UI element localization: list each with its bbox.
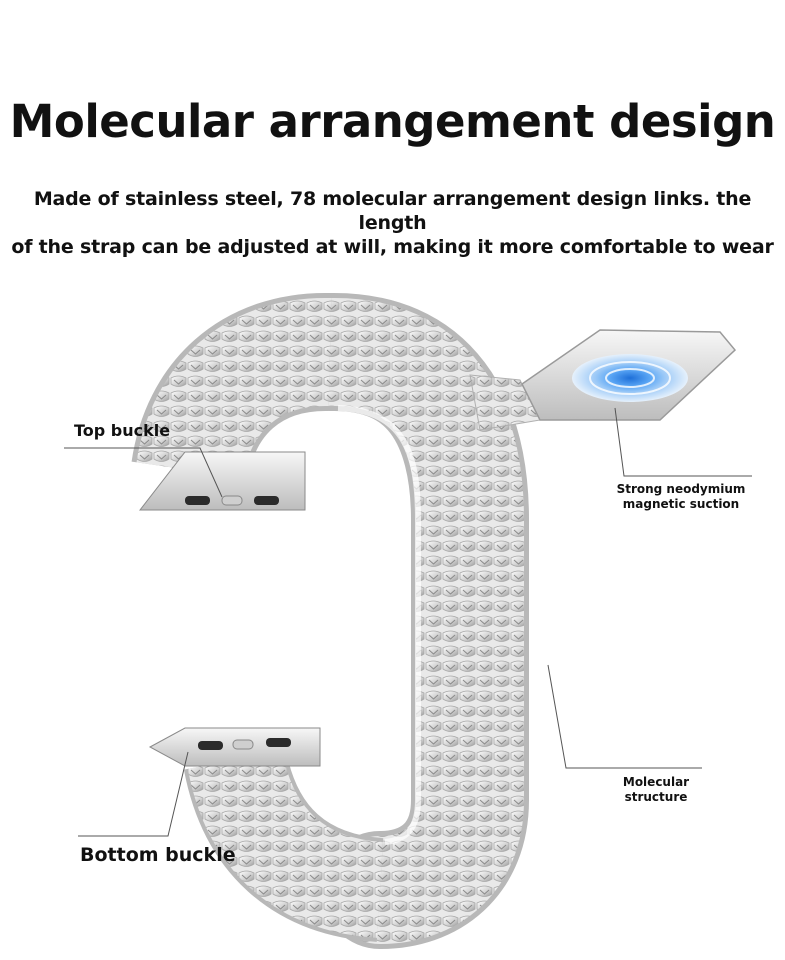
bottom-buckle-connector bbox=[148, 727, 321, 767]
top-buckle-leader bbox=[64, 447, 223, 498]
top-buckle-connector bbox=[138, 451, 306, 511]
molecular-label: Molecular structure bbox=[612, 775, 700, 805]
bottom-buckle-slot-right bbox=[266, 738, 291, 747]
top-buckle-slot-left bbox=[185, 496, 210, 505]
molecular-leader bbox=[547, 664, 702, 769]
magnetic-clasp bbox=[469, 329, 737, 431]
magnet-label-line-2: magnetic suction bbox=[622, 497, 740, 511]
strap-loop bbox=[271, 293, 529, 949]
magnet-leader bbox=[614, 407, 752, 477]
strap-upper-segment bbox=[131, 293, 332, 481]
page-title: Molecular arrangement design bbox=[9, 95, 776, 148]
magnet-label-line-1: Strong neodymium bbox=[616, 482, 746, 496]
bottom-buckle-slot-left bbox=[198, 741, 223, 750]
bottom-buckle-leader bbox=[78, 751, 189, 837]
top-buckle-slot-right bbox=[254, 496, 279, 505]
molecular-label-line-2: structure bbox=[624, 790, 688, 804]
description-line-1: Made of stainless steel, 78 molecular ar… bbox=[33, 188, 752, 234]
top-buckle-release-button bbox=[221, 495, 243, 506]
strap-lower-segment bbox=[183, 749, 385, 942]
description-line-2: of the strap can be adjusted at will, ma… bbox=[11, 236, 774, 258]
bottom-buckle-release-button bbox=[232, 739, 254, 750]
top-buckle-label: Top buckle bbox=[74, 421, 171, 440]
product-description: Made of stainless steel, 78 molecular ar… bbox=[8, 187, 777, 259]
callout-leader-lines bbox=[64, 407, 752, 837]
magnet-label: Strong neodymium magnetic suction bbox=[612, 482, 750, 512]
bottom-buckle-label: Bottom buckle bbox=[80, 844, 236, 866]
molecular-label-line-1: Molecular bbox=[622, 775, 690, 789]
